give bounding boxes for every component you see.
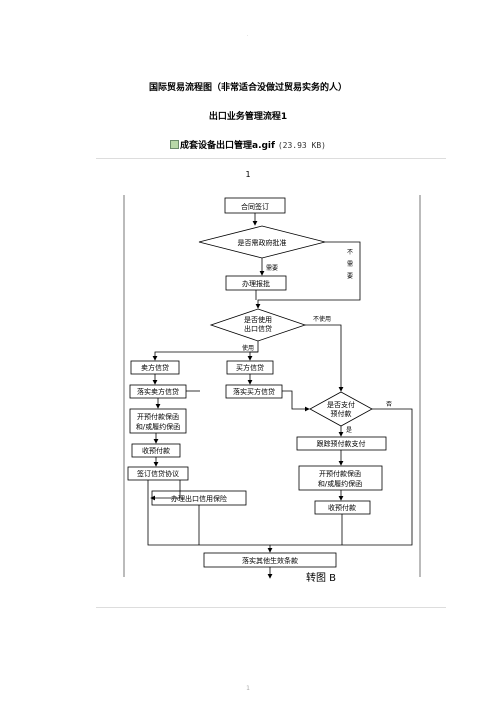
node-other-terms-label: 落实其他生效条款 xyxy=(242,556,298,565)
label-yes: 是 xyxy=(346,427,352,434)
goto-figure-b: 转图 B xyxy=(306,571,336,584)
node-seller-credit-label: 卖方信贷 xyxy=(141,363,169,372)
node-credit-q-line1: 是否使用 xyxy=(244,315,272,324)
node-sign-credit xyxy=(127,466,189,481)
node-guarantee-right-line1: 开预付款保函 xyxy=(319,469,361,478)
label-no-use: 不使用 xyxy=(313,315,331,323)
image-caption: 成套设备出口管理a.gif (23.93 KB) xyxy=(0,138,496,151)
header-watermark: · xyxy=(246,33,250,40)
node-guarantee-left xyxy=(129,408,187,434)
node-prepay-q-line1: 是否支付 xyxy=(327,400,355,409)
document-subtitle: 出口业务管理流程1 xyxy=(208,112,288,122)
node-track-prepay-label: 跟踪预付款支付 xyxy=(317,439,366,448)
node-approval-label: 办理报批 xyxy=(242,279,270,288)
edge-credit-seller xyxy=(152,341,259,361)
edge-prepay-no xyxy=(270,408,413,546)
document-title: 国际贸易流程图（非常适合没做过贸易实务的人） xyxy=(148,83,347,93)
node-implement-seller-label: 落实卖方信贷 xyxy=(137,387,179,396)
node-implement-buyer-label: 落实买方信贷 xyxy=(233,387,275,396)
node-contract-label: 合同签订 xyxy=(241,202,269,211)
edge-left-merge xyxy=(147,480,273,553)
node-guarantee-right xyxy=(298,465,383,491)
page-footer: 1 xyxy=(0,685,496,692)
node-receive-right-label: 收预付款 xyxy=(328,503,356,512)
edge-credit-nouse xyxy=(305,324,344,392)
image-file-icon xyxy=(170,140,179,149)
node-credit-q-line2: 出口信贷 xyxy=(244,324,272,333)
label-use: 使用 xyxy=(242,344,254,352)
node-sign-credit-label: 签订信贷协议 xyxy=(137,469,179,478)
top-divider xyxy=(96,158,446,159)
edge-gov-skip xyxy=(255,241,361,309)
label-need: 需要 xyxy=(266,265,278,272)
node-receive-left-label: 收预付款 xyxy=(142,446,170,455)
node-gov-approval-label: 是否需政府批准 xyxy=(238,238,287,247)
node-insurance-label: 办理出口信用保险 xyxy=(171,494,227,503)
node-receive-right xyxy=(314,500,371,515)
edge-sign-insurance xyxy=(150,480,181,501)
node-guarantee-right-line2: 和/或履约保函 xyxy=(318,479,362,488)
edge-credit-buyer xyxy=(247,351,258,361)
node-guarantee-left-line1: 开预付款保函 xyxy=(137,412,179,421)
edge-implement-buyer-prepay xyxy=(282,390,310,412)
image-filename-link[interactable]: 成套设备出口管理a.gif xyxy=(180,141,275,151)
node-track-prepay xyxy=(296,436,387,451)
image-filesize: (23.93 KB) xyxy=(277,141,326,150)
node-guarantee-left-line2: 和/或履约保函 xyxy=(136,422,180,431)
label-no-need: 不需要 xyxy=(347,249,353,280)
node-prepay-q xyxy=(309,391,373,427)
label-no: 否 xyxy=(386,401,392,408)
bottom-divider xyxy=(96,607,446,608)
page-number: 1 xyxy=(246,685,250,692)
node-prepay-q-line2: 预付款 xyxy=(331,409,352,418)
figure-number: 1 xyxy=(245,170,251,179)
node-buyer-credit-label: 买方信贷 xyxy=(236,363,264,372)
node-implement-buyer xyxy=(225,384,283,399)
